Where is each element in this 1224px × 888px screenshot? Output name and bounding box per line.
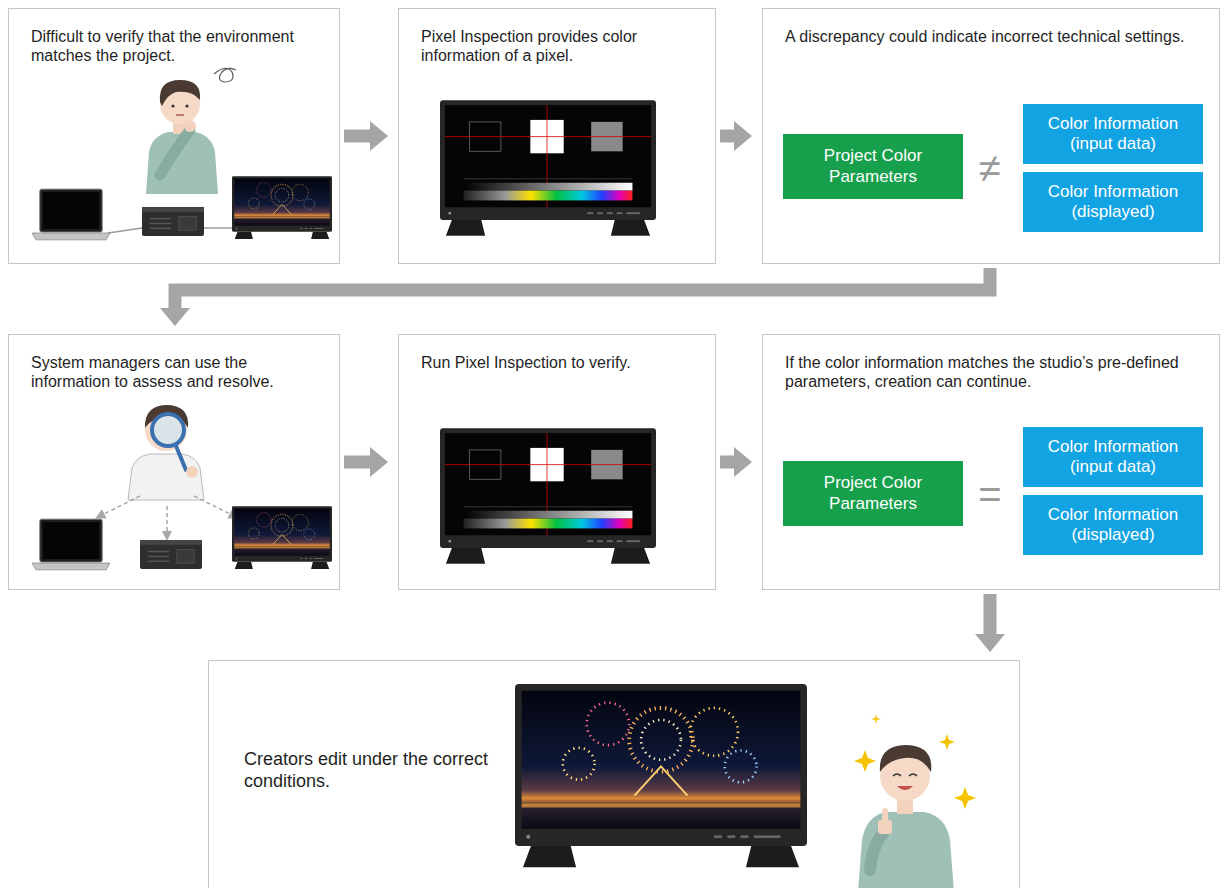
monitor bbox=[232, 176, 332, 239]
monitor bbox=[232, 506, 332, 569]
step-panel: If the color information matches the stu… bbox=[762, 334, 1220, 590]
step-text: Run Pixel Inspection to verify. bbox=[421, 353, 701, 372]
step-panel: Run Pixel Inspection to verify. bbox=[398, 334, 716, 590]
video-device bbox=[142, 207, 204, 236]
equipment-setup bbox=[32, 176, 332, 240]
arrow-head bbox=[975, 634, 1005, 652]
step-text: Creators edit under the correct conditio… bbox=[244, 749, 494, 792]
step-text: A discrepancy could indicate incorrect t… bbox=[785, 27, 1205, 46]
box-label: Color Information (displayed) bbox=[1037, 182, 1189, 223]
flow-arrow bbox=[720, 447, 752, 477]
step-panel: Pixel Inspection provides color informat… bbox=[398, 8, 716, 264]
flow-arrow bbox=[720, 121, 752, 151]
parameter-box: Project Color Parameters bbox=[783, 134, 963, 199]
relation-sign: ≠ bbox=[970, 148, 1010, 188]
parameter-box: Project Color Parameters bbox=[783, 461, 963, 526]
monitor-fireworks bbox=[515, 684, 807, 867]
relation-sign: = bbox=[970, 474, 1010, 514]
arrow-head bbox=[734, 121, 752, 151]
color-info-box: Color Information (displayed) bbox=[1023, 172, 1203, 232]
laptop bbox=[32, 519, 110, 570]
step-panel: Difficult to verify that the environment… bbox=[8, 8, 340, 264]
arrow-shaft bbox=[175, 268, 990, 309]
flow-arrow bbox=[160, 268, 990, 326]
color-info-box: Color Information (input data) bbox=[1023, 104, 1203, 164]
monitor-pixel-inspection bbox=[440, 428, 656, 563]
flow-arrow bbox=[344, 447, 388, 477]
arrow-head bbox=[160, 308, 190, 326]
flow-arrow bbox=[975, 594, 1005, 652]
confused-person bbox=[146, 68, 236, 194]
arrow-shaft bbox=[344, 456, 371, 469]
arrow-shaft bbox=[984, 594, 997, 635]
laptop bbox=[32, 189, 110, 240]
arrow-shaft bbox=[720, 130, 735, 143]
color-info-box: Color Information (input data) bbox=[1023, 427, 1203, 487]
arrow-head bbox=[370, 121, 388, 151]
step-panel: System managers can use the information … bbox=[8, 334, 340, 590]
step-panel: Creators edit under the correct conditio… bbox=[208, 660, 1020, 888]
box-label: Project Color Parameters bbox=[797, 146, 949, 187]
step-text: System managers can use the information … bbox=[31, 353, 301, 391]
box-label: Color Information (input data) bbox=[1037, 437, 1189, 478]
flow-arrow bbox=[344, 121, 388, 151]
step-text: If the color information matches the stu… bbox=[785, 353, 1205, 391]
step-text: Pixel Inspection provides color informat… bbox=[421, 27, 701, 65]
step-text: Difficult to verify that the environment… bbox=[31, 27, 301, 65]
equipment-setup bbox=[32, 506, 332, 570]
arrow-shaft bbox=[344, 130, 371, 143]
box-label: Project Color Parameters bbox=[797, 473, 949, 514]
box-label: Color Information (displayed) bbox=[1037, 505, 1189, 546]
happy-person bbox=[854, 714, 976, 888]
box-label: Color Information (input data) bbox=[1037, 114, 1189, 155]
monitor-pixel-inspection bbox=[440, 100, 656, 235]
arrow-shaft bbox=[720, 456, 735, 469]
arrow-head bbox=[734, 447, 752, 477]
arrow-head bbox=[370, 447, 388, 477]
inspecting-person bbox=[96, 405, 238, 540]
step-panel: A discrepancy could indicate incorrect t… bbox=[762, 8, 1220, 264]
color-info-box: Color Information (displayed) bbox=[1023, 495, 1203, 555]
video-device bbox=[140, 540, 202, 569]
